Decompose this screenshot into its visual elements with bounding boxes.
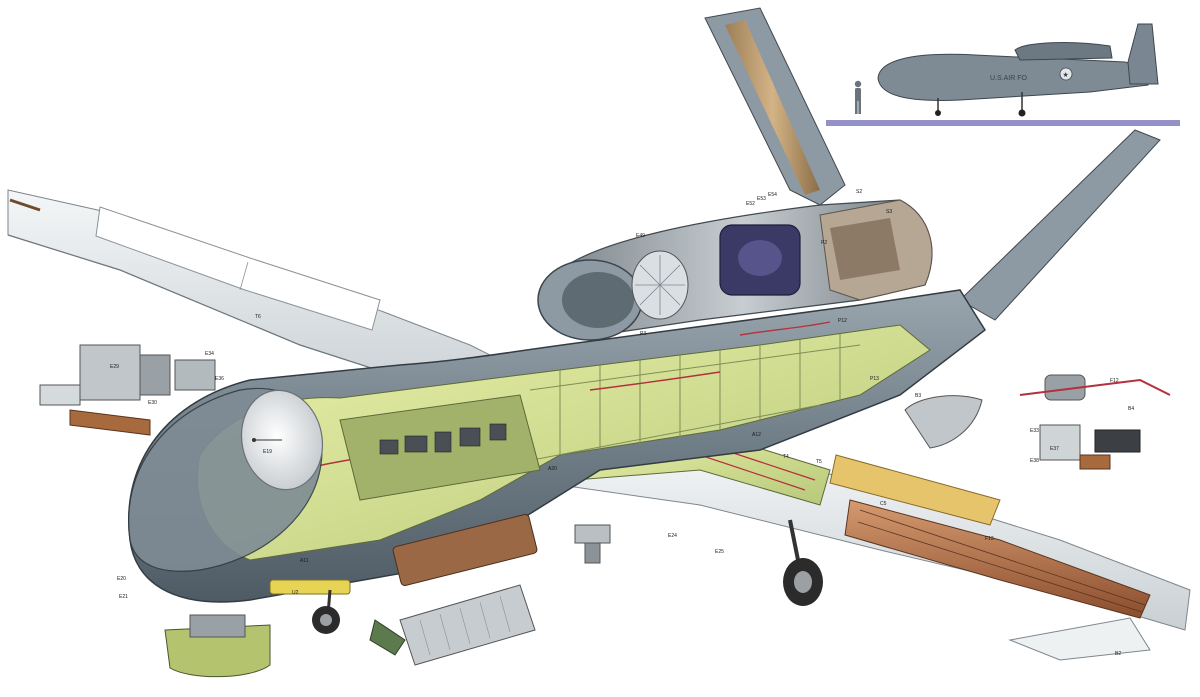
profile-nose-wheel <box>935 110 941 116</box>
exploded-fairing <box>904 395 983 449</box>
callout-label: E38 <box>1030 458 1039 464</box>
callout-label: P12 <box>838 318 847 324</box>
callout-label: E34 <box>205 351 214 357</box>
callout-label: E54 <box>768 192 777 198</box>
callout-label: C5 <box>880 501 887 507</box>
v-tail-right-fin <box>959 129 1161 321</box>
left-wing-spoiler <box>95 206 381 331</box>
callout-label: P13 <box>870 376 879 382</box>
callout-label: E21 <box>119 594 128 600</box>
callout-label: F13 <box>985 536 994 542</box>
ground-line <box>826 120 1180 126</box>
svg-text:★: ★ <box>1063 71 1069 79</box>
callout-label: F12 <box>1110 378 1119 384</box>
callout-label: A20 <box>548 466 557 472</box>
avionics-boxes <box>379 423 507 455</box>
callout-label: E37 <box>1050 446 1059 452</box>
exploded-mount-bracket <box>574 524 611 564</box>
callout-label: E19 <box>263 449 272 455</box>
human-scale-figure <box>854 80 862 114</box>
profile-engine-pod <box>1014 42 1113 61</box>
fuselage-frames <box>479 334 861 471</box>
exploded-right-assembly <box>1019 374 1171 470</box>
callout-label: A11 <box>300 558 309 564</box>
profile-tail-lettering: U.S.AIR FO <box>990 75 1028 82</box>
callout-label: S2 <box>856 189 862 195</box>
callout-label: B2 <box>1115 651 1121 657</box>
callout-label: T6 <box>255 314 261 320</box>
callout-label: E20 <box>117 576 126 582</box>
callout-label: E49 <box>636 233 645 239</box>
ventral-yellow-hatch <box>269 579 351 595</box>
callout-label: E30 <box>148 400 157 406</box>
callout-label: T5 <box>816 459 822 465</box>
exploded-component-left <box>39 344 216 436</box>
callout-label: E29 <box>110 364 119 370</box>
main-landing-gear <box>783 519 823 606</box>
v-tail <box>704 7 1161 321</box>
profile-main-wheel <box>1018 109 1026 117</box>
exploded-component-bottom <box>164 614 271 678</box>
ventral-bay-door <box>392 514 538 586</box>
right-wing-yellow-panel <box>829 454 1001 526</box>
callout-label: T4 <box>783 454 789 460</box>
right-wing-fuel-tank-cutaway <box>844 499 1151 619</box>
engine-nacelle <box>537 199 933 341</box>
exploded-radiator-unit <box>369 584 536 666</box>
profile-tail-fin <box>1127 23 1159 85</box>
callout-label: E24 <box>668 533 677 539</box>
callout-label: U2 <box>292 590 299 596</box>
callout-label: P2 <box>821 240 827 246</box>
exploded-panel-bottom-right <box>1008 617 1151 661</box>
nose-landing-gear <box>312 589 340 634</box>
callout-label: E36 <box>215 376 224 382</box>
callout-label: S3 <box>886 209 892 215</box>
callout-label: E33 <box>1030 428 1039 434</box>
callout-label: E53 <box>757 196 766 202</box>
star-roundel-icon: ★ <box>1059 67 1073 81</box>
side-profile-view: U.S.AIR FO ★ <box>826 23 1180 126</box>
callout-labels: E19 E20 E21 E24 E25 E29 E30 E34 E36 E33 … <box>110 189 1134 657</box>
callout-label: A12 <box>752 432 761 438</box>
callout-label: B4 <box>1128 406 1134 412</box>
callout-label: P3 <box>640 331 646 337</box>
callout-label: E52 <box>746 201 755 207</box>
fuselage <box>128 289 986 603</box>
callout-label: B3 <box>915 393 921 399</box>
callout-label: E25 <box>715 549 724 555</box>
